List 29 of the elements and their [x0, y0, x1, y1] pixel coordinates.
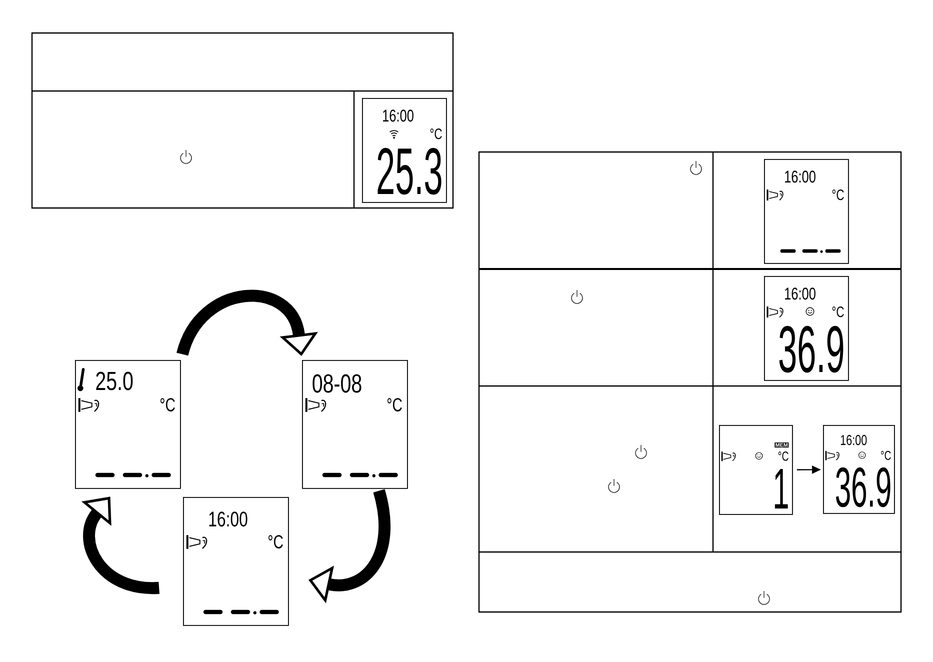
unit-label: °C: [430, 128, 442, 140]
lcd-screen: [302, 360, 408, 489]
unit-label: °C: [778, 452, 788, 461]
main-readout: 1: [774, 469, 788, 509]
lcd-screen: [362, 98, 447, 203]
curved-arrow: [81, 496, 160, 594]
unit-label: °C: [268, 535, 283, 548]
main-readout: 36.9: [779, 326, 844, 373]
time-readout: 16:00: [383, 110, 414, 122]
unit-label: °C: [832, 190, 844, 200]
unit-label: °C: [160, 398, 175, 412]
date-readout: 08-08: [312, 374, 362, 393]
main-readout: 36.9: [836, 467, 890, 508]
time-readout: 16:00: [785, 288, 816, 300]
lcd-screen: [823, 425, 895, 514]
unit-label: °C: [881, 450, 891, 460]
lcd-screen: [764, 276, 849, 381]
unit-label: °C: [387, 398, 402, 412]
time-readout: 16:00: [785, 170, 816, 183]
curved-arrow: [176, 290, 318, 356]
main-readout: 25.3: [378, 148, 442, 195]
lcd-screen: [183, 497, 289, 626]
lcd-screen: [75, 360, 181, 489]
lcd-screen: [764, 159, 849, 264]
unit-label: °C: [832, 306, 844, 318]
time-readout: 16:00: [209, 512, 248, 527]
lcd-screen: [719, 425, 793, 515]
time-readout: 16:00: [840, 434, 867, 446]
temperature-readout: 25.0: [96, 372, 133, 390]
